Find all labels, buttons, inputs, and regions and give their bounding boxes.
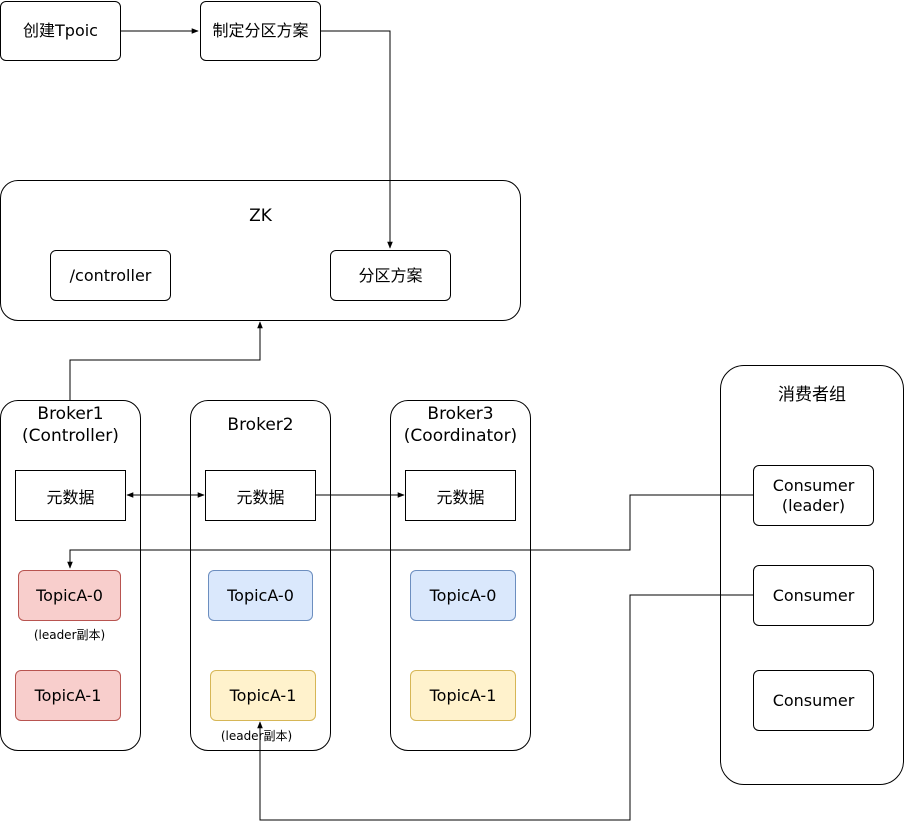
consumer-2: Consumer (753, 565, 874, 626)
zk-controller-node: /controller (50, 250, 171, 301)
broker1-topica-0-label: TopicA-0 (36, 586, 103, 605)
broker3-topica-0-label: TopicA-0 (429, 586, 497, 605)
broker1-topica-0: TopicA-0 (18, 570, 121, 621)
consumer-leader: Consumer (leader) (753, 465, 874, 526)
broker3-topica-0: TopicA-0 (410, 570, 516, 621)
broker3-metadata-label: 元数据 (436, 487, 485, 507)
broker2-topica-1: TopicA-1 (210, 670, 316, 721)
zk-partition-plan-label: 分区方案 (358, 265, 423, 285)
broker2-topica-1-note: (leader副本) (220, 729, 293, 743)
create-topic-label: 创建Tpoic (23, 21, 98, 40)
edge-broker1-to-zk (69, 321, 263, 400)
broker2-metadata-label: 元数据 (236, 487, 285, 507)
make-plan-box: 制定分区方案 (200, 1, 321, 61)
consumer-group-title: 消费者组 (778, 385, 846, 405)
broker2-title: Broker2 (227, 415, 294, 435)
create-topic-box: 创建Tpoic (0, 1, 121, 61)
broker3-topica-1-label: TopicA-1 (429, 686, 497, 705)
broker1-metadata: 元数据 (15, 470, 126, 521)
broker3-topica-1: TopicA-1 (410, 670, 516, 721)
broker1-title: Broker1 (Controller) (22, 404, 119, 447)
make-plan-label: 制定分区方案 (212, 21, 309, 40)
broker2-topica-0-label: TopicA-0 (227, 586, 294, 605)
consumer-3: Consumer (753, 670, 874, 731)
broker3-metadata: 元数据 (405, 470, 516, 521)
broker2-metadata: 元数据 (205, 470, 316, 521)
broker1-topica-1: TopicA-1 (15, 670, 121, 721)
consumer-2-label: Consumer (772, 585, 855, 605)
broker2-topica-0: TopicA-0 (208, 570, 313, 621)
broker1-metadata-label: 元数据 (46, 487, 95, 507)
zk-title: ZK (249, 206, 272, 226)
broker3-title: Broker3 (Coordinator) (403, 404, 518, 447)
zk-partition-plan-node: 分区方案 (330, 250, 451, 301)
consumer-3-label: Consumer (772, 690, 855, 710)
zk-controller-label: /controller (69, 265, 152, 285)
broker2-topica-1-label: TopicA-1 (229, 686, 297, 705)
consumer-leader-label: Consumer (leader) (772, 475, 855, 515)
broker1-topica-0-note: (leader副本) (33, 628, 106, 642)
broker1-topica-1-label: TopicA-1 (34, 686, 102, 705)
